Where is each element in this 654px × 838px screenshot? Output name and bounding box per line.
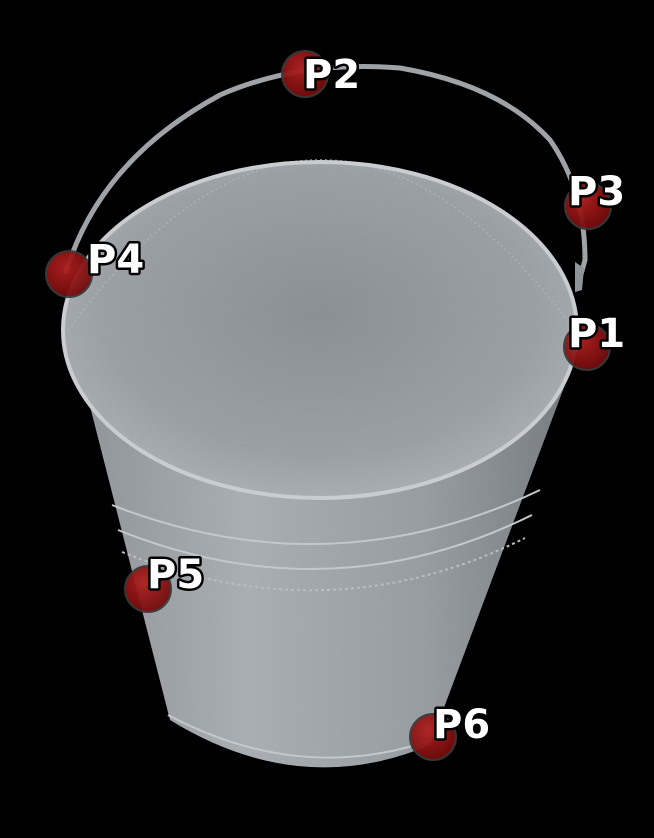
marker-label: P1 <box>568 311 625 357</box>
marker-p5: P5 <box>124 550 207 613</box>
marker-dot <box>564 182 612 230</box>
marker-label: P2 <box>303 52 360 98</box>
marker-dot <box>563 323 611 371</box>
marker-p3: P3 <box>564 167 628 230</box>
bucket-opening <box>61 159 579 500</box>
marker-dot <box>281 50 329 98</box>
bucket-handle <box>63 64 588 292</box>
marker-label: P4 <box>87 237 144 283</box>
marker-p6: P6 <box>409 700 493 761</box>
marker-label: P3 <box>568 169 625 215</box>
marker-p4: P4 <box>45 235 147 298</box>
marker-p1: P1 <box>563 309 628 371</box>
marker-dot <box>45 250 93 298</box>
marker-label: P6 <box>433 702 490 748</box>
marker-label: P5 <box>147 552 204 598</box>
marker-p2: P2 <box>281 50 363 101</box>
marker-dot <box>409 713 457 761</box>
marker-dot <box>124 565 172 613</box>
